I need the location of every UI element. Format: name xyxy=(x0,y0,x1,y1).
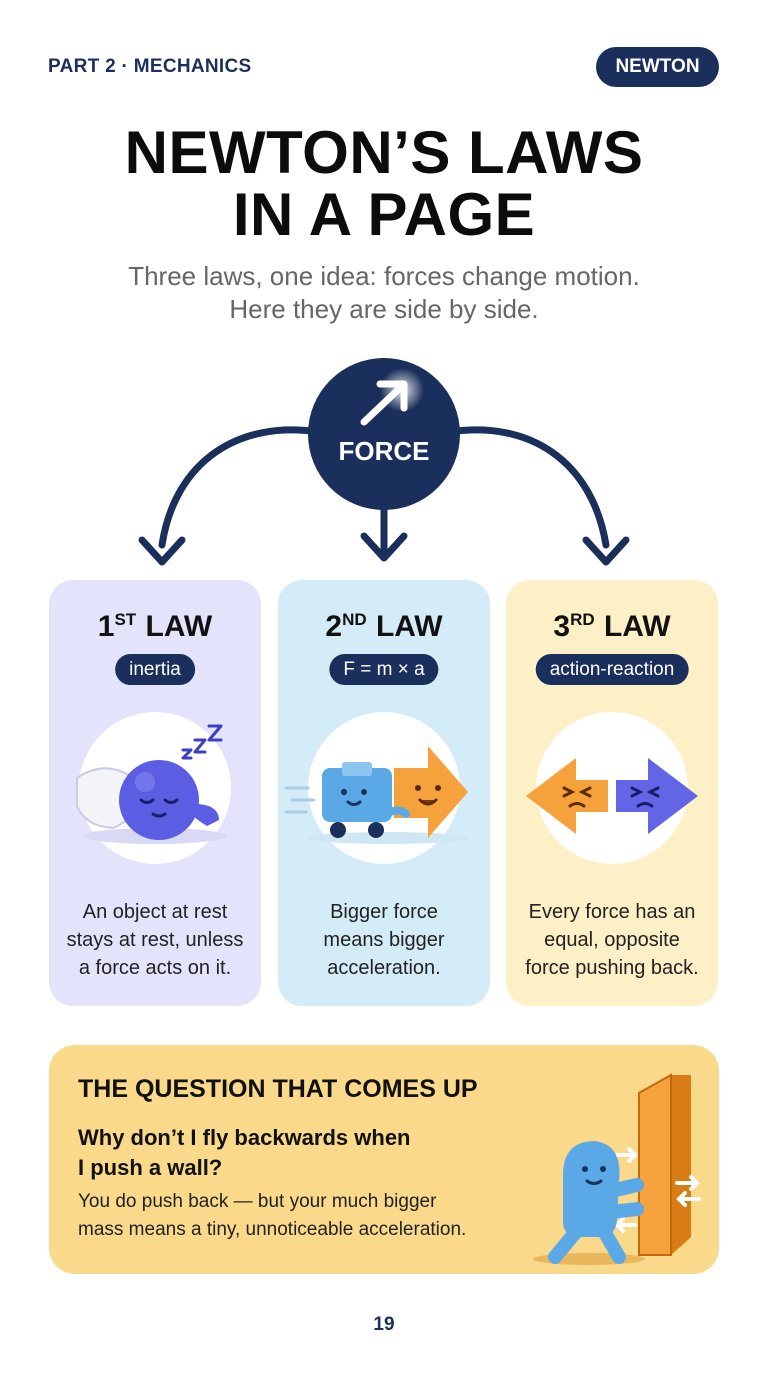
title-line-2: IN A PAGE xyxy=(232,181,536,248)
subtitle-line-2: Here they are side by side. xyxy=(229,294,539,324)
law-title: 1ST LAW xyxy=(97,610,213,643)
page-subtitle: Three laws, one idea: forces change moti… xyxy=(0,260,768,326)
question-box: THE QUESTION THAT COMES UP Why don’t I f… xyxy=(49,1045,719,1274)
force-label: FORCE xyxy=(338,436,430,466)
law-description: Bigger force means bigger acceleration. xyxy=(323,901,445,979)
law-pill: F = m × a xyxy=(329,654,439,685)
law-description: Every force has an equal, opposite force… xyxy=(525,901,699,979)
law-pill: action-reaction xyxy=(535,654,689,685)
sleeping-ball-icon xyxy=(76,724,227,844)
arrow-pushing-cart-icon xyxy=(284,746,468,844)
law-card-1: 1ST LAW inertia An object at rest stays … xyxy=(49,580,261,1006)
question-text: Why don’t I fly backwards when I push a … xyxy=(78,1125,411,1180)
law-description: An object at rest stays at rest, unless … xyxy=(66,901,244,979)
chapter-tag: NEWTON xyxy=(596,47,719,87)
two-arrows-pushing-icon xyxy=(526,758,698,834)
question-heading: THE QUESTION THAT COMES UP xyxy=(78,1075,478,1103)
answer-text: You do push back — but your much bigger … xyxy=(78,1191,467,1240)
law-title: 3RD LAW xyxy=(553,610,671,643)
force-diagram xyxy=(138,358,630,566)
law-card-2: 2ND LAW F = m × a Bigger force means big… xyxy=(278,580,490,1006)
page-number: 19 xyxy=(373,1314,395,1335)
law-pill: inertia xyxy=(115,654,195,685)
section-label: PART 2 · MECHANICS xyxy=(48,56,252,77)
law-title: 2ND LAW xyxy=(325,610,443,643)
law-card-3: 3RD LAW action-reaction Every force has … xyxy=(506,580,718,1006)
subtitle-line-1: Three laws, one idea: forces change moti… xyxy=(128,261,640,291)
zzz-icon xyxy=(181,724,223,760)
character-pushing-wall-icon xyxy=(533,1073,701,1265)
arrow-up-right-icon xyxy=(360,368,424,426)
title-line-1: NEWTON’S LAWS xyxy=(124,119,644,186)
page-title: NEWTON’S LAWS IN A PAGE xyxy=(0,122,768,246)
